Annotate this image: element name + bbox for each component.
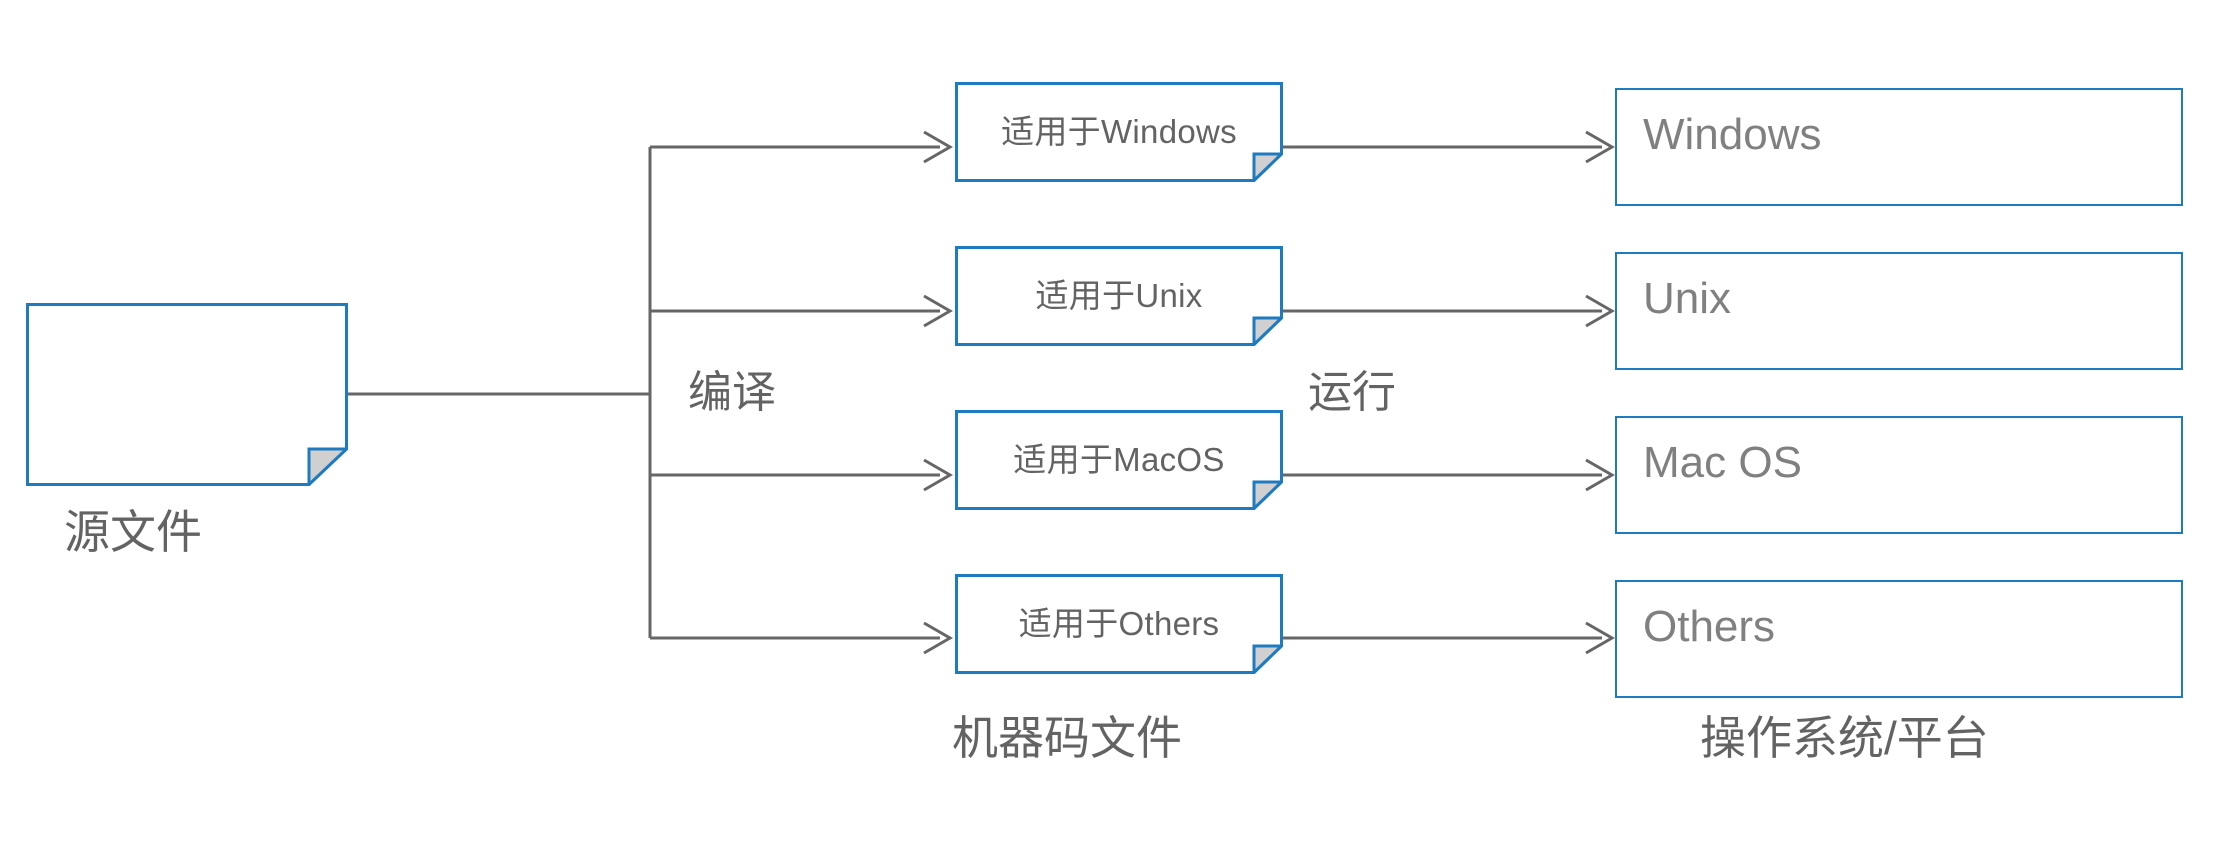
machine-code-outline-others bbox=[955, 574, 1283, 674]
source-file-outline bbox=[26, 303, 348, 486]
machine-code-box-others[interactable]: 适用于Others bbox=[955, 574, 1283, 674]
column-caption-platform: 操作系统/平台 bbox=[1700, 712, 1989, 764]
column-caption-machine-code: 机器码文件 bbox=[952, 712, 1182, 764]
machine-code-box-unix[interactable]: 适用于Unix bbox=[955, 246, 1283, 346]
arrowhead-others-platform-in bbox=[1585, 621, 1616, 655]
source-file-shape[interactable] bbox=[26, 303, 348, 486]
machine-code-box-windows[interactable]: 适用于Windows bbox=[955, 82, 1283, 182]
edge-label-run: 运行 bbox=[1308, 368, 1396, 417]
arrowhead-unix-in bbox=[923, 294, 954, 328]
platform-box-unix[interactable]: Unix bbox=[1615, 252, 2183, 370]
machine-code-outline-macos bbox=[955, 410, 1283, 510]
machine-code-box-macos[interactable]: 适用于MacOS bbox=[955, 410, 1283, 510]
machine-code-label-macos: 适用于MacOS bbox=[1013, 440, 1225, 478]
platform-box-windows[interactable]: Windows bbox=[1615, 88, 2183, 206]
arrowhead-windows-platform-in bbox=[1585, 130, 1616, 164]
platform-label-macos: Mac OS bbox=[1643, 438, 1802, 487]
arrowhead-macos-platform-in bbox=[1585, 458, 1616, 492]
platform-label-windows: Windows bbox=[1643, 110, 1822, 159]
platform-label-others: Others bbox=[1643, 602, 1776, 651]
arrowhead-macos-in bbox=[923, 458, 954, 492]
source-file-caption: 源文件 bbox=[64, 506, 202, 558]
source-file-label bbox=[26, 303, 348, 486]
platform-box-macos[interactable]: Mac OS bbox=[1615, 416, 2183, 534]
arrowhead-windows-in bbox=[923, 130, 954, 164]
machine-code-label-unix: 适用于Unix bbox=[1035, 276, 1203, 314]
arrowhead-unix-platform-in bbox=[1585, 294, 1616, 328]
machine-code-outline-unix bbox=[955, 246, 1283, 346]
machine-code-outline-windows bbox=[955, 82, 1283, 182]
machine-code-label-windows: 适用于Windows bbox=[1001, 112, 1237, 150]
machine-code-label-others: 适用于Others bbox=[1018, 604, 1220, 642]
platform-box-others[interactable]: Others bbox=[1615, 580, 2183, 698]
arrowhead-others-in bbox=[923, 621, 954, 655]
edge-label-compile: 编译 bbox=[688, 368, 776, 417]
platform-label-unix: Unix bbox=[1643, 274, 1732, 323]
